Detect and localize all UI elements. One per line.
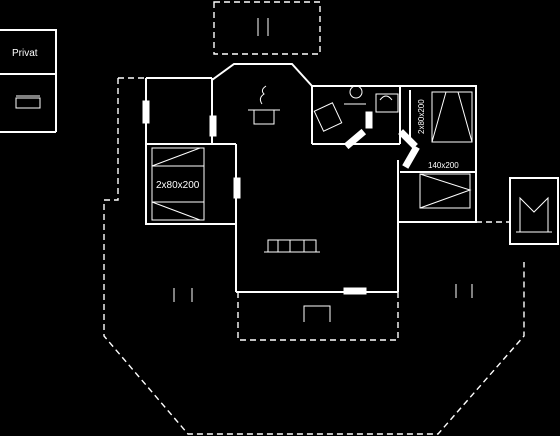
terrace-bottom <box>237 292 399 341</box>
bunk-room: 2x80x200 <box>151 147 205 221</box>
annex-privat: Privat <box>0 29 57 133</box>
outdoor-bench-right <box>455 284 473 298</box>
bedroom-right: 140x200 <box>419 161 472 209</box>
bedroom-top-right: 2x80x200 <box>417 91 473 143</box>
outdoor-bench-bottom <box>303 305 331 322</box>
annex-label: Privat <box>12 48 38 59</box>
bunk-bed-label: 2x80x200 <box>156 180 200 191</box>
outdoor-bench-top <box>257 18 269 36</box>
top-bed-label: 2x80x200 <box>417 99 426 134</box>
terrace-outline <box>103 77 525 435</box>
sofa <box>264 239 320 253</box>
house-walls <box>145 63 477 293</box>
doors <box>142 100 420 295</box>
double-bed-label: 140x200 <box>428 161 459 170</box>
shed-right <box>476 177 559 245</box>
bathroom-fixtures <box>313 85 399 132</box>
outdoor-area-top <box>213 1 321 55</box>
outdoor-bench-left <box>173 288 193 302</box>
kitchen-pot-icon <box>248 85 280 125</box>
